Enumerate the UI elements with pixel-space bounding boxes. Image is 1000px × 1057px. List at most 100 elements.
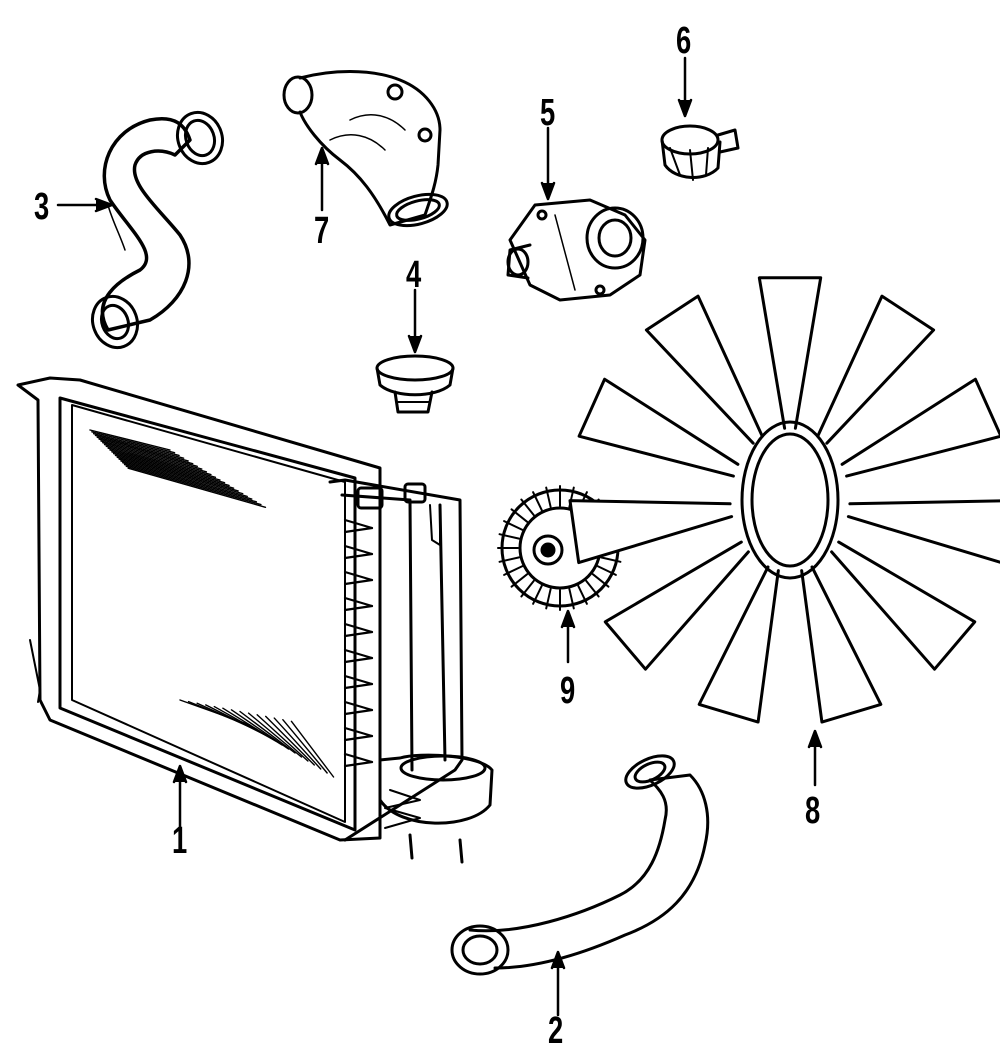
clutch-fin: [568, 587, 575, 610]
clutch-fin: [596, 565, 617, 576]
clutch-fin: [503, 520, 524, 531]
core-hatch: [265, 715, 315, 766]
core-hatch: [91, 431, 176, 454]
upper-hose: [90, 110, 225, 350]
tank-rib: [343, 708, 374, 716]
fan-blade-vane: [577, 377, 740, 478]
lower-hose: [450, 754, 710, 976]
fan-blade-vane: [830, 540, 977, 671]
fan-blade-vane: [568, 499, 734, 565]
core-hatch: [107, 447, 217, 478]
tank-rib: [343, 682, 374, 690]
core-hatch: [120, 460, 248, 498]
fan-blade-vane: [644, 294, 764, 445]
tank-rib: [343, 604, 374, 612]
core-hatch: [123, 463, 258, 503]
core-hatch: [239, 710, 296, 754]
tank-rib: [343, 518, 374, 530]
core-hatch: [256, 714, 309, 762]
core-hatch: [125, 465, 262, 506]
tank-rib: [343, 648, 374, 660]
tank-rib: [343, 726, 374, 738]
tank-rib: [343, 526, 374, 534]
filler-cap: [375, 354, 455, 414]
callout-1: 1: [172, 820, 188, 862]
callout-9: 9: [560, 670, 576, 712]
core-hatch: [114, 454, 235, 489]
callout-8: 8: [805, 790, 821, 832]
core-hatch: [118, 458, 244, 495]
tank-rib: [343, 630, 374, 638]
fan-blade-vane: [800, 565, 883, 724]
core-hatch: [116, 456, 239, 492]
core-hatch: [247, 712, 303, 758]
core-hatch: [290, 720, 335, 778]
clutch-fin: [532, 584, 543, 605]
core-hatch: [112, 452, 230, 487]
clutch-fin: [520, 498, 535, 517]
tank-rib: [343, 596, 374, 608]
clutch-fin: [520, 579, 535, 598]
tank-rib: [343, 674, 374, 686]
tank-rib: [343, 552, 374, 560]
core-hatch: [222, 707, 283, 746]
thermostat: [660, 124, 740, 181]
thermostat-housing: [282, 70, 449, 228]
core-hatch: [230, 709, 290, 750]
callout-7: 7: [314, 210, 330, 252]
core-hatch: [127, 467, 267, 508]
core-hatch: [111, 451, 226, 484]
tank-rib: [343, 752, 374, 764]
core-hatch: [282, 719, 328, 774]
core-hatch: [105, 445, 212, 476]
fan-blade-vane: [816, 294, 936, 445]
core-hatch: [102, 442, 203, 470]
fan-blade-vane: [757, 276, 823, 430]
callout-6: 6: [676, 20, 692, 62]
core-hatch: [98, 438, 194, 465]
clutch-fin: [599, 556, 622, 563]
clutch-fin: [545, 587, 552, 610]
clutch-fin: [545, 486, 552, 509]
leader-arrows: [56, 56, 823, 1017]
clutch-fin: [498, 533, 521, 540]
core-hatch: [122, 462, 253, 500]
clutch-fin: [498, 556, 521, 563]
clutch-fin: [591, 573, 610, 588]
tank-rib: [343, 570, 374, 582]
clutch-fin: [585, 579, 600, 598]
callout-2: 2: [548, 1010, 564, 1052]
fan-blade-vane: [846, 499, 1000, 564]
core-hatch: [92, 432, 180, 457]
callout-3: 3: [34, 186, 50, 228]
tank-rib: [343, 734, 374, 742]
fan-blade-vane: [840, 377, 1000, 478]
clutch-fin: [532, 491, 543, 512]
clutch-fin: [503, 565, 524, 576]
core-hatch: [89, 429, 171, 451]
radiator: [16, 376, 494, 864]
tank-rib: [343, 622, 374, 634]
core-hatch: [109, 449, 221, 481]
fan-blade-vane: [603, 540, 750, 671]
core-hatch: [273, 717, 322, 770]
core-hatch: [96, 436, 189, 462]
core-hatch: [100, 440, 198, 468]
tank-rib: [343, 544, 374, 556]
clutch-fin: [577, 584, 588, 605]
water-pump: [506, 198, 647, 302]
clutch-fin: [510, 573, 529, 588]
core-hatch: [94, 434, 185, 459]
tank-rib: [343, 656, 374, 664]
fan-blade-vane: [697, 565, 780, 724]
tank-rib: [343, 578, 374, 586]
clutch-fin: [510, 508, 529, 523]
tank-rib: [343, 760, 374, 768]
fan-blade: [568, 276, 1000, 724]
callout-4: 4: [406, 254, 422, 296]
tank-rib: [343, 700, 374, 712]
core-hatch: [103, 443, 208, 473]
callout-5: 5: [540, 92, 556, 134]
